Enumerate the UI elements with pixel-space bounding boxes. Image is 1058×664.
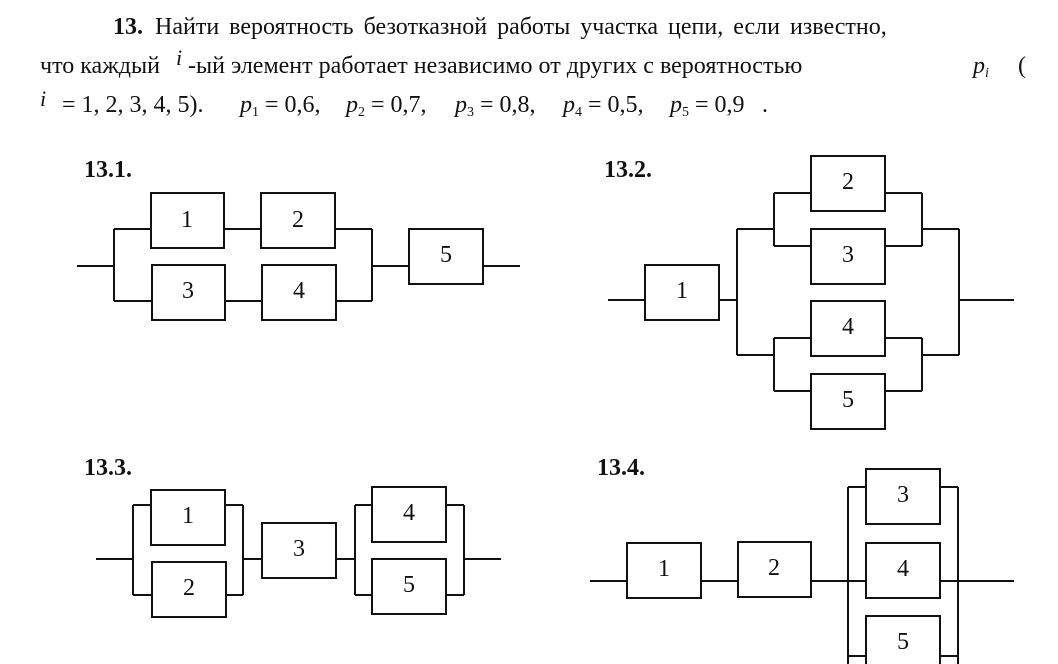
- element-box: 4: [810, 300, 886, 357]
- diagram-label-13-3: 13.3.: [84, 455, 132, 481]
- element-box: 2: [737, 541, 812, 598]
- element-box: 3: [810, 228, 886, 285]
- element-number: 1: [676, 278, 688, 304]
- element-box: 5: [408, 228, 484, 285]
- prob-value: = 0,9: [695, 92, 745, 118]
- element-number: 3: [842, 242, 854, 268]
- element-number: 5: [842, 387, 854, 413]
- prob-value: = 0,6,: [265, 92, 321, 118]
- element-number: 4: [842, 314, 854, 340]
- element-box: 5: [371, 558, 447, 615]
- var-i-range: i: [40, 86, 47, 111]
- element-box: 1: [150, 192, 225, 249]
- element-box: 1: [626, 542, 702, 599]
- element-number: 3: [182, 278, 194, 304]
- element-number: 3: [293, 536, 305, 562]
- element-number: 1: [181, 207, 193, 233]
- element-number: 2: [292, 207, 304, 233]
- problem-text-2a: что каждый: [40, 53, 160, 79]
- problem-text-2b: -ый элемент работает независимо от други…: [188, 53, 803, 79]
- prob-2: p2 = 0,7,: [346, 92, 427, 121]
- element-number: 4: [293, 278, 305, 304]
- var-p-sub: i: [985, 66, 989, 81]
- element-box: 1: [150, 489, 226, 546]
- element-number: 1: [658, 556, 670, 582]
- element-number: 4: [403, 500, 415, 526]
- element-box: 3: [151, 264, 226, 321]
- prob-sym: p: [670, 92, 682, 118]
- prob-sym: p: [240, 92, 252, 118]
- element-number: 3: [897, 482, 909, 508]
- element-number: 4: [897, 556, 909, 582]
- element-box: 2: [151, 561, 227, 618]
- problem-text-1: Найти вероятность безотказной работы уча…: [155, 14, 887, 40]
- diagram-label-13-4: 13.4.: [597, 455, 645, 481]
- circuit-13-2: 1 2 3 4 5: [608, 155, 1014, 430]
- element-box: 1: [644, 264, 720, 321]
- end-period: .: [762, 92, 768, 118]
- prob-sym: p: [455, 92, 467, 118]
- element-number: 2: [768, 555, 780, 581]
- open-paren: (: [1018, 53, 1026, 79]
- element-box: 2: [260, 192, 336, 249]
- prob-value: = 0,8,: [480, 92, 536, 118]
- diagram-label-13-2: 13.2.: [604, 157, 652, 183]
- var-i: i: [176, 45, 183, 70]
- problem-number: 13.: [113, 14, 143, 40]
- prob-4: p4 = 0,5,: [563, 92, 644, 121]
- element-box: 5: [810, 373, 886, 430]
- prob-sub: 3: [467, 105, 474, 120]
- prob-3: p3 = 0,8,: [455, 92, 536, 121]
- prob-sub: 5: [682, 105, 689, 120]
- prob-sym: p: [346, 92, 358, 118]
- element-number: 2: [842, 169, 854, 195]
- prob-value: = 0,5,: [588, 92, 644, 118]
- prob-sub: 1: [252, 105, 259, 120]
- prob-5: p5 = 0,9: [670, 92, 745, 121]
- var-p: p: [973, 53, 985, 79]
- prob-sub: 2: [358, 105, 365, 120]
- element-box: 4: [865, 542, 941, 599]
- prob-sym: p: [563, 92, 575, 118]
- prob-value: = 0,7,: [371, 92, 427, 118]
- element-box: 2: [810, 155, 886, 212]
- diagram-label-13-1: 13.1.: [84, 157, 132, 183]
- element-number: 5: [897, 629, 909, 655]
- element-box: 5: [865, 615, 941, 664]
- element-box: 3: [261, 522, 337, 579]
- element-number: 2: [183, 575, 195, 601]
- circuit-13-3: 1 2 3 4 5: [96, 486, 501, 618]
- circuit-13-4: 1 2 3 4 5: [590, 468, 1014, 664]
- element-number: 5: [440, 242, 452, 268]
- prob-sub: 4: [575, 105, 582, 120]
- var-p-i: pi: [973, 53, 989, 82]
- prob-1: p1 = 0,6,: [240, 92, 321, 121]
- element-box: 4: [261, 264, 337, 321]
- element-box: 3: [865, 468, 941, 525]
- circuit-13-1: 1 2 3 4 5: [77, 192, 520, 321]
- i-range: = 1, 2, 3, 4, 5).: [62, 92, 204, 118]
- element-number: 1: [182, 503, 194, 529]
- element-box: 4: [371, 486, 447, 543]
- element-number: 5: [403, 572, 415, 598]
